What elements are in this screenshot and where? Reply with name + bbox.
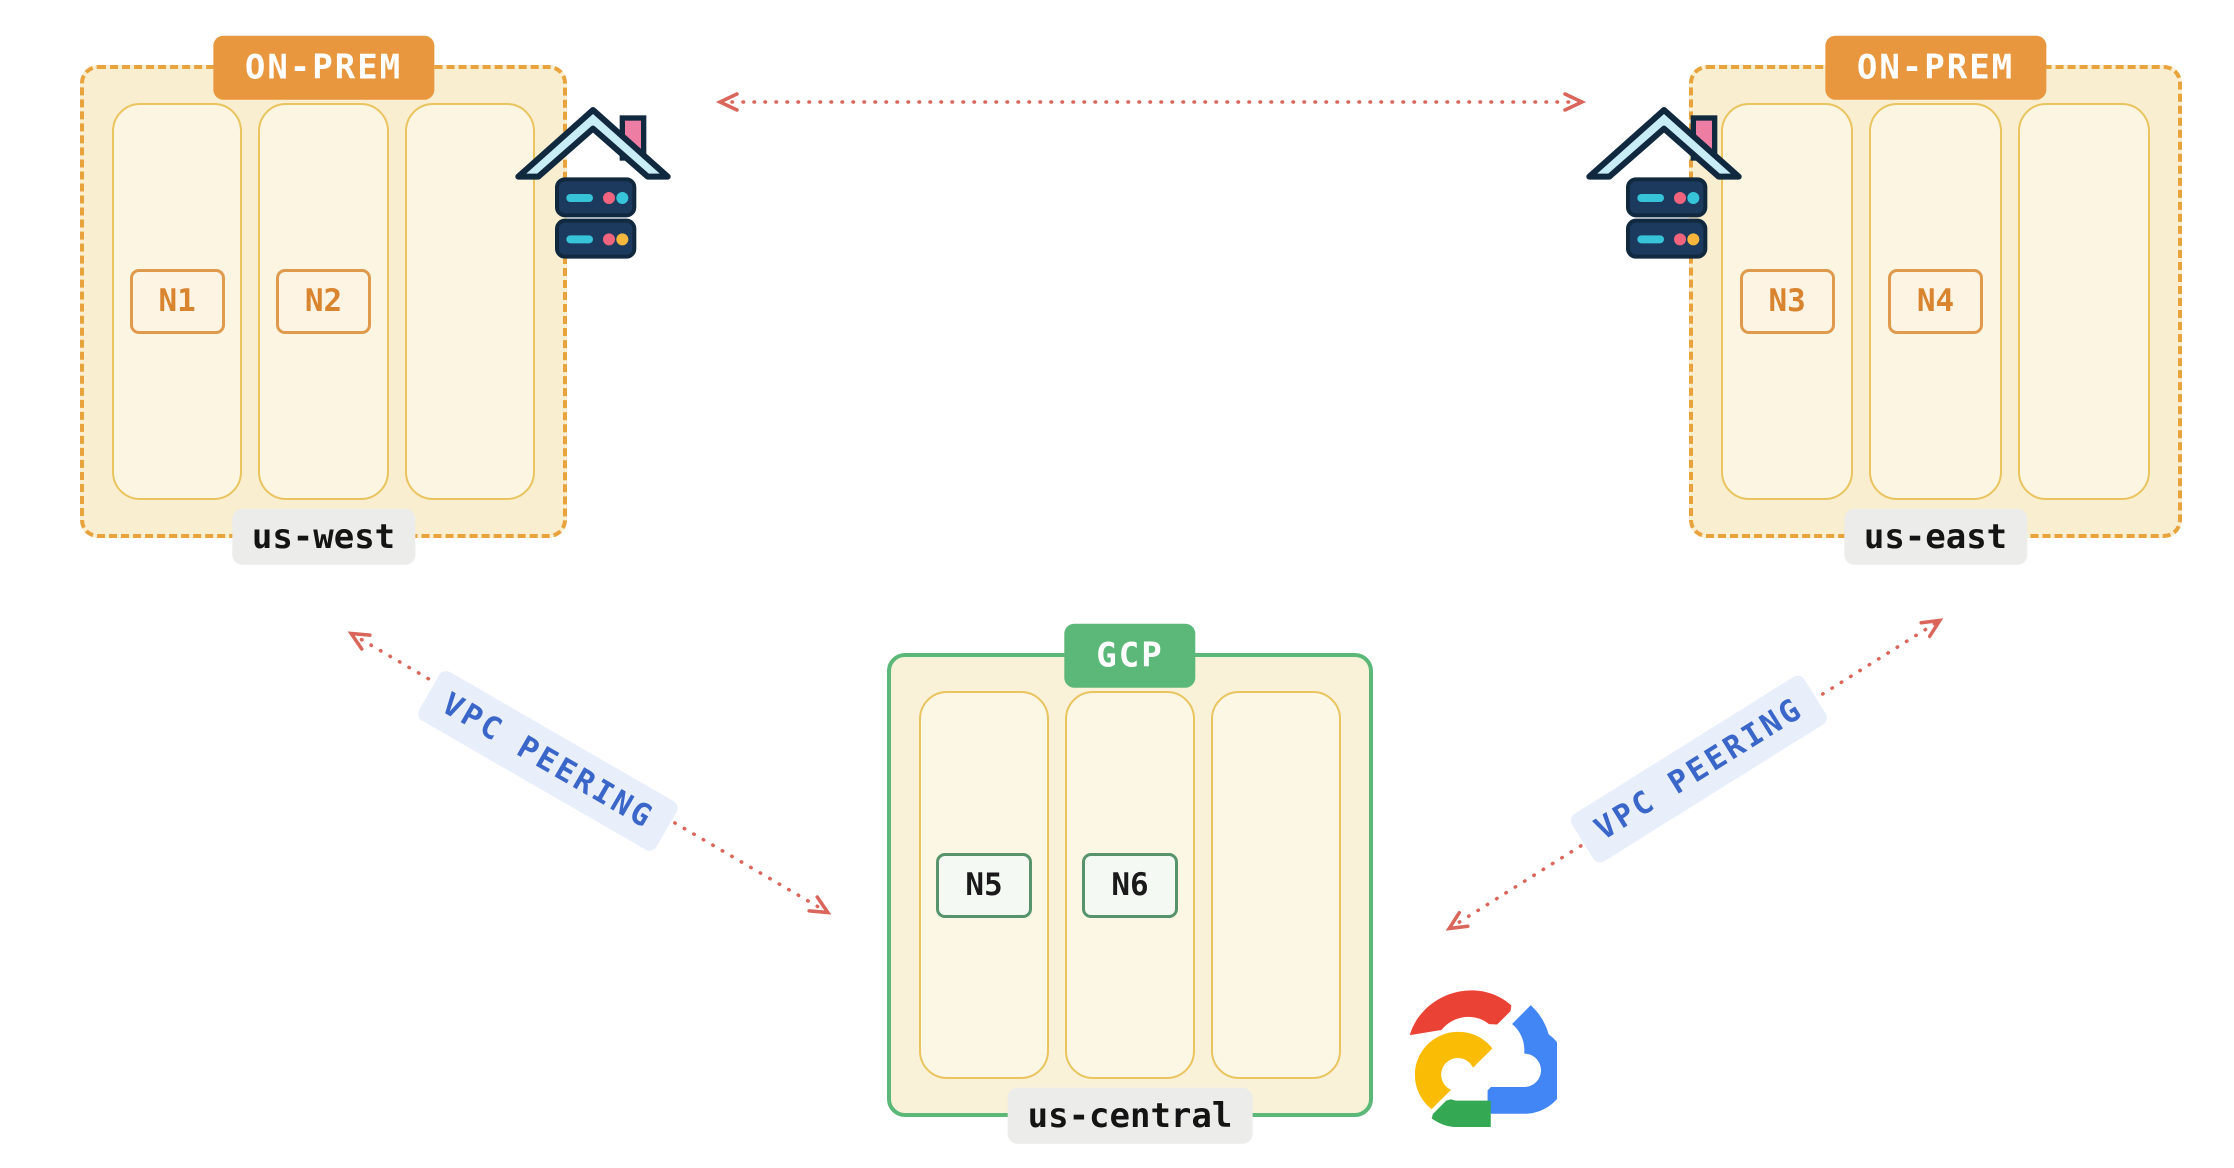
region-label: us-east: [1843, 508, 2028, 565]
rack-column: [404, 103, 535, 500]
node-n2: N2: [275, 269, 372, 334]
rack-column: N4: [1869, 103, 2002, 500]
region-label: us-central: [1007, 1087, 1253, 1144]
provider-badge: GCP: [1064, 623, 1196, 688]
google-cloud-logo-icon: [1409, 990, 1557, 1127]
rack-column: [2017, 103, 2150, 500]
rack-column: N6: [1065, 691, 1195, 1079]
node-n1: N1: [129, 269, 225, 334]
region-us-central: GCP N5 N6 us-central: [887, 623, 1373, 1144]
rack-column: [1211, 691, 1341, 1079]
region-us-east: ON-PREM N3 N4 us-east: [1689, 35, 2182, 565]
node-n4: N4: [1887, 269, 1984, 334]
vpc-peering-label-east: VPC PEERING: [1567, 672, 1831, 866]
node-n3: N3: [1739, 269, 1835, 334]
rack-column: N1: [112, 103, 243, 500]
provider-badge: ON-PREM: [1824, 35, 2047, 100]
house-datacenter-icon: [1586, 107, 1742, 259]
house-datacenter-icon: [515, 107, 671, 259]
node-n6: N6: [1082, 852, 1178, 918]
region-label: us-west: [231, 508, 416, 565]
rack-column: N5: [919, 691, 1049, 1079]
provider-badge: ON-PREM: [212, 35, 435, 100]
region-us-west: ON-PREM N1 N2 us-west: [80, 35, 567, 565]
vpc-peering-label-west: VPC PEERING: [415, 668, 681, 854]
rack-column: N2: [258, 103, 389, 500]
rack-column: N3: [1721, 103, 1854, 500]
node-n5: N5: [936, 852, 1032, 918]
